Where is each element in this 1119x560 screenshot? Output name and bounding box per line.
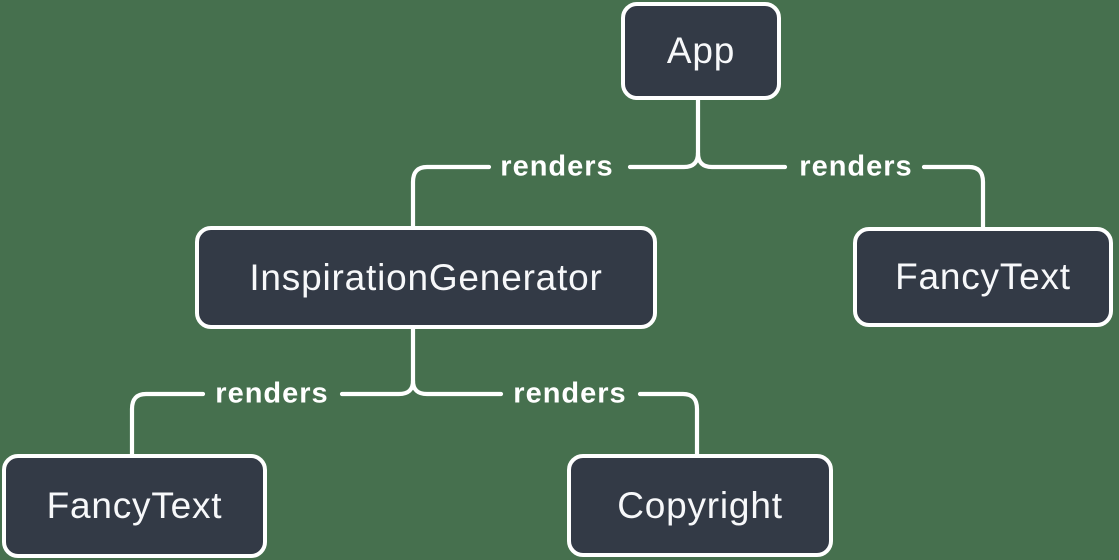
edge-label-app-inspirationgenerator: renders bbox=[500, 150, 614, 183]
edge-label-inspirationgenerator-copyright: renders bbox=[513, 377, 627, 410]
node-fancy-text-bottom-label: FancyText bbox=[46, 485, 223, 526]
edge-label-inspirationgenerator-fancytext: renders bbox=[215, 377, 329, 410]
node-app-label: App bbox=[666, 30, 736, 71]
edge-app-to-inspirationgenerator-segment bbox=[627, 96, 701, 170]
node-inspiration-generator: InspirationGenerator bbox=[195, 226, 657, 329]
edge-app-to-inspirationgenerator-segment bbox=[410, 164, 492, 231]
node-fancy-text-top: FancyText bbox=[853, 227, 1113, 327]
node-fancy-text-top-label: FancyText bbox=[895, 256, 1071, 297]
node-app: App bbox=[621, 2, 781, 100]
edge-inspirationgenerator-to-fancytext-segment bbox=[339, 324, 416, 397]
node-copyright: Copyright bbox=[567, 454, 833, 557]
edge-inspirationgenerator-to-copyright-segment bbox=[637, 391, 700, 459]
node-copyright-label: Copyright bbox=[617, 484, 783, 526]
edge-app-to-fancytext-segment bbox=[695, 150, 788, 170]
node-fancy-text-bottom: FancyText bbox=[2, 454, 267, 558]
edge-inspirationgenerator-to-copyright-segment bbox=[410, 378, 504, 397]
edge-label-app-fancytext: renders bbox=[799, 150, 913, 183]
edge-app-to-fancytext-segment bbox=[921, 164, 986, 232]
edge-inspirationgenerator-to-fancytext-segment bbox=[129, 391, 206, 459]
node-inspiration-generator-label: InspirationGenerator bbox=[249, 256, 603, 298]
